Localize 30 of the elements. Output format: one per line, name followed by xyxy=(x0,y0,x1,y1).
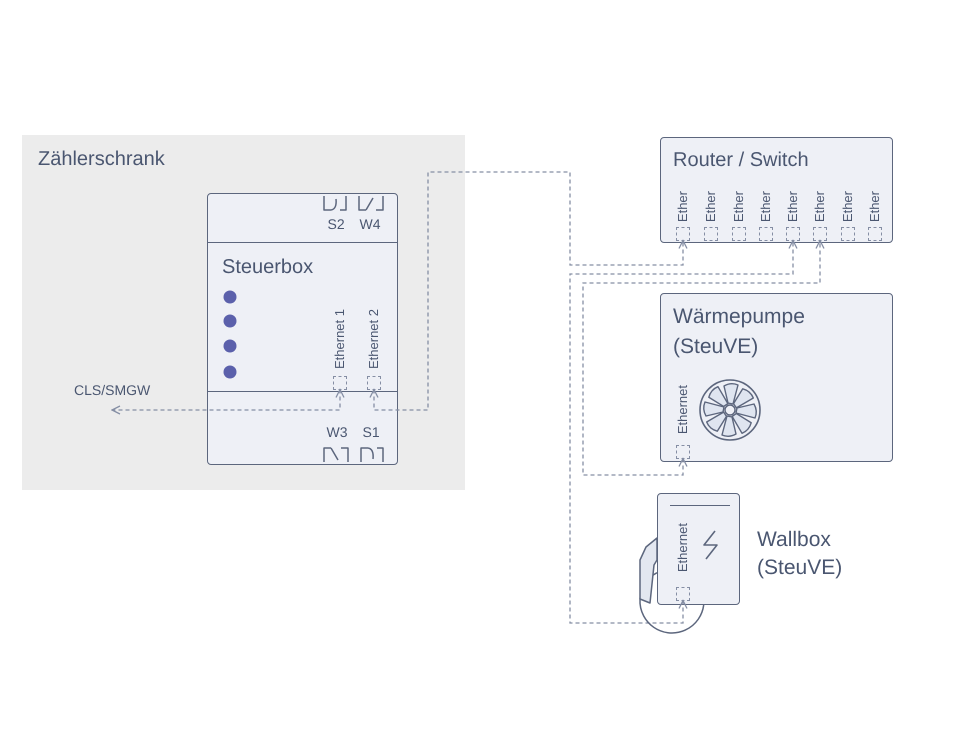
terminal-label: S2 xyxy=(328,216,345,232)
port-label: Ether xyxy=(868,191,882,222)
cabinet-panel xyxy=(22,135,465,490)
device-title: Steuerbox xyxy=(222,255,314,280)
port-label: Ether xyxy=(676,191,690,222)
port-label: Ether xyxy=(812,191,826,222)
port-label: Ether xyxy=(732,191,746,222)
dashed-connector xyxy=(369,171,688,411)
terminal-label: W4 xyxy=(360,216,380,232)
port-label: Ether xyxy=(704,191,718,222)
port-label: Ethernet 1 xyxy=(332,308,346,368)
port-label: Ethernet xyxy=(676,385,690,434)
terminal-label: S1 xyxy=(362,424,380,440)
device-title: Router / Switch xyxy=(673,148,809,173)
dashed-connector xyxy=(111,388,345,415)
endpoint-label: CLS/SMGW xyxy=(74,382,150,398)
dashed-connector xyxy=(569,240,798,624)
port-label: Ether xyxy=(840,191,854,222)
port-label: Ethernet xyxy=(676,523,690,572)
device-box xyxy=(207,193,398,465)
device-box xyxy=(660,293,893,462)
dashed-connector xyxy=(582,240,825,476)
device-box xyxy=(660,137,893,243)
terminal-label: W3 xyxy=(326,424,348,440)
port-label: Ether xyxy=(758,191,772,222)
device-title: Wärmepumpe (SteuVE) xyxy=(673,304,806,360)
port-label: Ethernet 2 xyxy=(366,308,380,368)
port-label: Ether xyxy=(786,191,800,222)
device-label: Wallbox (SteuVE) xyxy=(757,527,844,581)
panel-title: Zählerschrank xyxy=(38,147,165,172)
